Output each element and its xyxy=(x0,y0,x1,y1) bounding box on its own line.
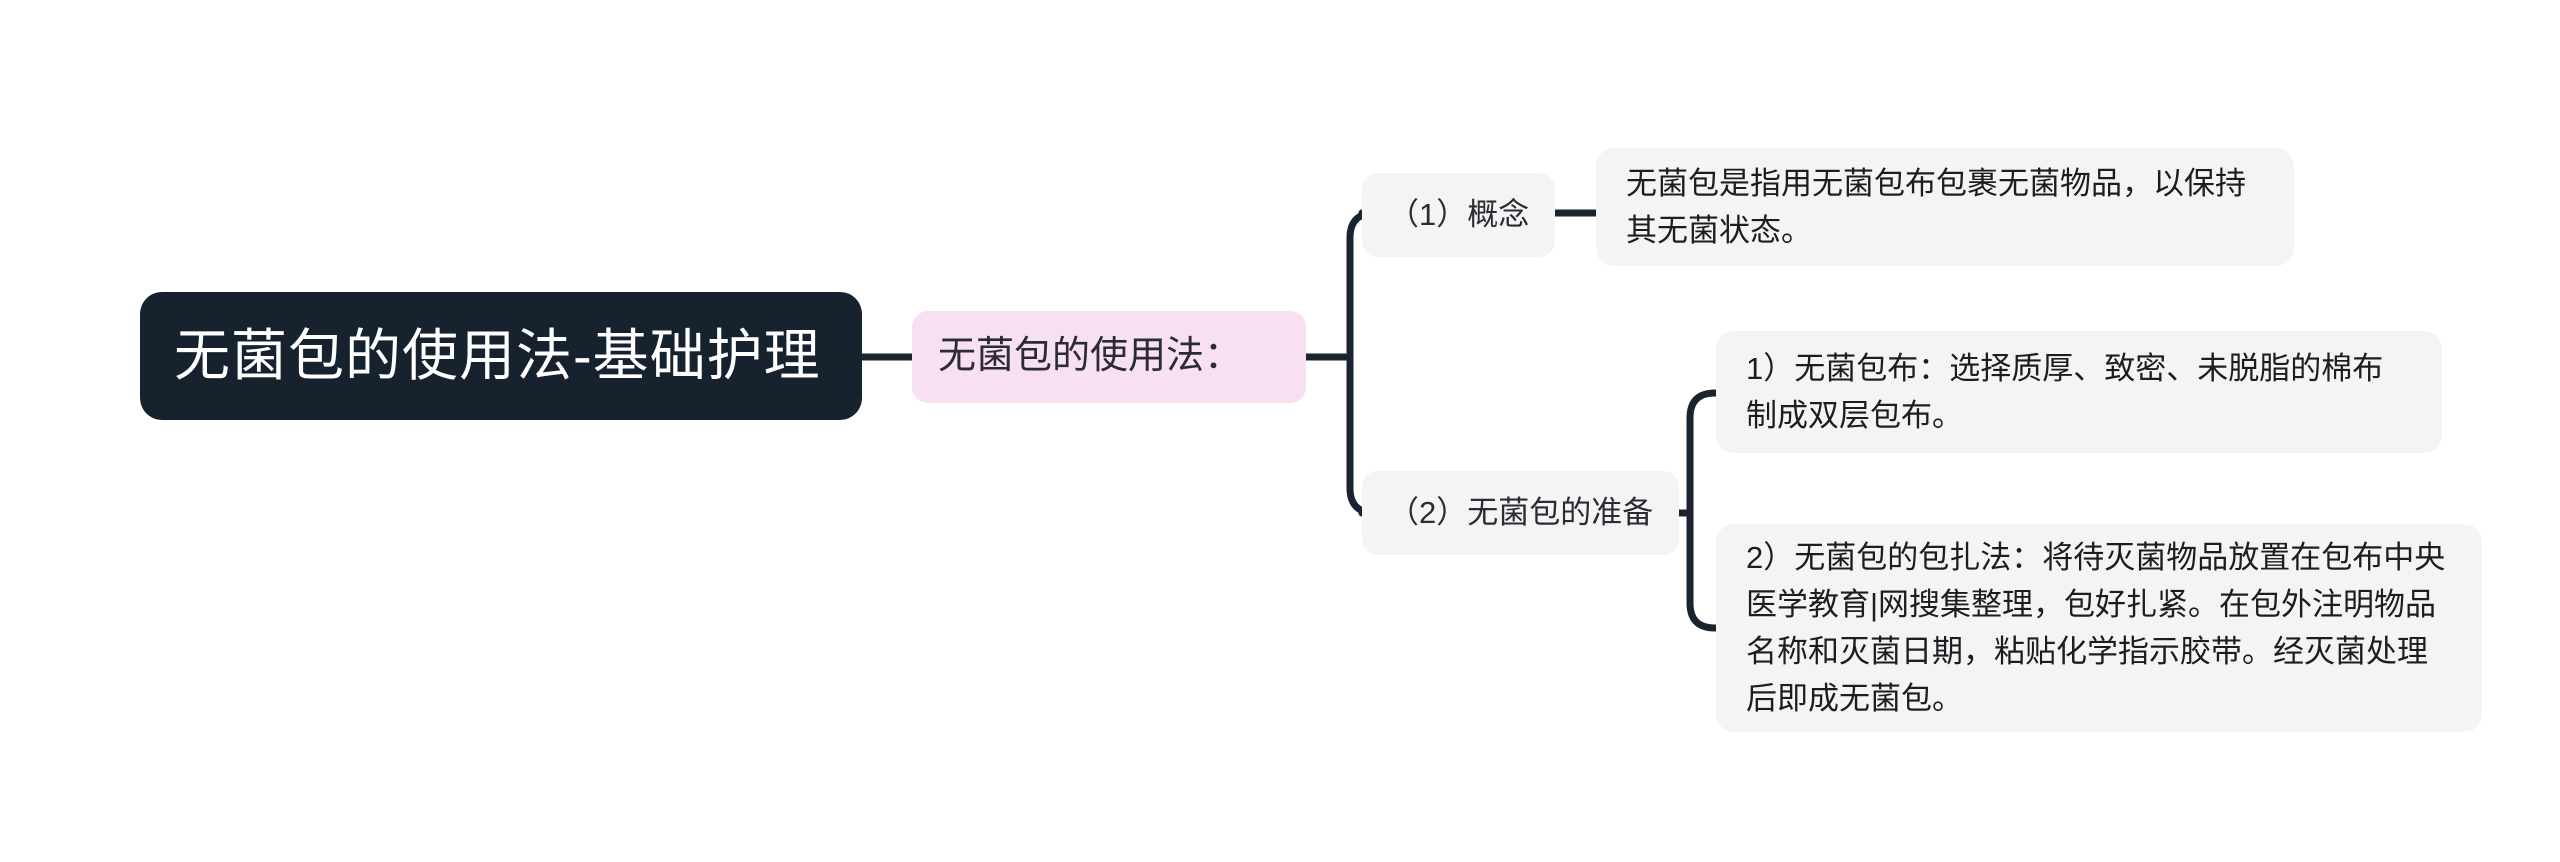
root-node-label: 无菌包的使用法-基础护理 xyxy=(174,324,821,388)
connector-bracket-leaf-3 xyxy=(1686,509,1720,632)
leaf-node-wrapping-cloth-label: 1）无菌包布：选择质厚、致密、未脱脂的棉布制成双层包布。 xyxy=(1746,350,2384,433)
leaf-node-bundling-method[interactable]: 2）无菌包的包扎法：将待灭菌物品放置在包布中央医学教育|网搜集整理，包好扎紧。在… xyxy=(1716,524,2482,732)
branch-node-preparation[interactable]: （2）无菌包的准备 xyxy=(1362,471,1680,555)
connector-bracket-leaf-2 xyxy=(1686,389,1720,517)
leaf-node-concept-definition[interactable]: 无菌包是指用无菌包布包裹无菌物品，以保持其无菌状态。 xyxy=(1596,148,2294,266)
branch-node-preparation-label: （2）无菌包的准备 xyxy=(1388,494,1654,530)
leaf-node-concept-definition-label: 无菌包是指用无菌包布包裹无菌物品，以保持其无菌状态。 xyxy=(1626,165,2246,248)
branch-node-concept[interactable]: （1）概念 xyxy=(1362,173,1556,257)
topic-node[interactable]: 无菌包的使用法： xyxy=(912,311,1306,403)
leaf-node-wrapping-cloth[interactable]: 1）无菌包布：选择质厚、致密、未脱脂的棉布制成双层包布。 xyxy=(1716,331,2442,453)
leaf-node-bundling-method-label: 2）无菌包的包扎法：将待灭菌物品放置在包布中央医学教育|网搜集整理，包好扎紧。在… xyxy=(1746,539,2446,717)
root-node[interactable]: 无菌包的使用法-基础护理 xyxy=(140,292,862,420)
topic-node-label: 无菌包的使用法： xyxy=(938,335,1243,378)
branch-node-concept-label: （1）概念 xyxy=(1388,196,1530,232)
